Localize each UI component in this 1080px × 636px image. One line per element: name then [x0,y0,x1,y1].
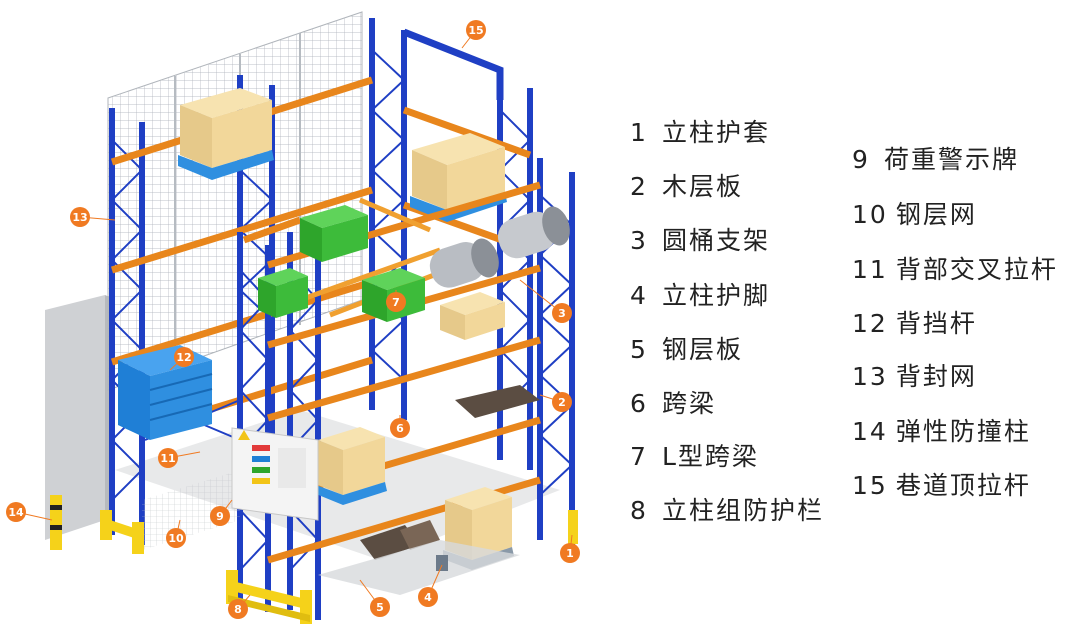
legend-label: 背封网 [895,362,977,391]
legend-number: 3 [630,226,648,255]
legend-item-6: 6 跨梁 [630,384,716,420]
legend-number: 10 [852,200,888,229]
legend-label: 立柱护套 [662,118,771,147]
svg-text:11: 11 [160,452,175,465]
blue-pallet-stack [118,345,213,440]
legend-label: 弹性防撞柱 [895,417,1031,446]
legend-item-9: 9 荷重警示牌 [852,140,1019,176]
legend-label: 跨梁 [662,389,717,418]
steel-drum-1 [429,238,499,288]
legend-label: 背部交叉拉杆 [895,255,1058,284]
callout-15: 15 [466,20,486,40]
elastic-bollard [50,495,62,550]
carton-mid-right [440,292,505,340]
legend-item-4: 4 立柱护脚 [630,276,770,312]
callout-14: 14 [6,502,26,522]
steel-mesh-deck [142,470,240,550]
upright-foot-protector [436,510,578,571]
aisle-top-tie [402,28,504,100]
left-guard-rail [100,510,144,554]
steel-drum-2 [497,206,570,259]
svg-text:2: 2 [558,396,566,409]
legend-number: 13 [852,362,888,391]
callout-4: 4 [418,587,438,607]
legend-label: 钢层网 [895,200,977,229]
legend-number: 4 [630,281,648,310]
svg-text:12: 12 [176,351,191,364]
legend-number: 2 [630,172,648,201]
svg-text:3: 3 [558,307,566,320]
svg-text:10: 10 [168,532,184,545]
legend-item-2: 2 木层板 [630,167,743,203]
callout-10: 10 [166,528,186,548]
legend-label: 背挡杆 [895,309,977,338]
legend-label: 荷重警示牌 [884,145,1020,174]
callout-8: 8 [228,599,248,619]
legend-label: 立柱组防护栏 [662,496,825,525]
carton-lower-center [316,427,387,505]
legend-number: 5 [630,335,648,364]
rack-illustration: 1 2 3 4 5 6 7 8 9 10 11 12 13 14 15 [6,11,580,624]
callout-6: 6 [390,418,410,438]
legend-number: 11 [852,255,888,284]
svg-text:15: 15 [468,24,483,37]
callout-12: 12 [174,347,194,367]
svg-text:1: 1 [566,547,574,560]
callout-5: 5 [370,597,390,617]
sacks [360,385,540,560]
svg-text:5: 5 [376,601,384,614]
wall-panel [45,295,105,540]
legend-item-5: 5 钢层板 [630,330,743,366]
legend-item-1: 1 立柱护套 [630,113,770,149]
callout-3: 3 [552,303,572,323]
green-bin-mid-left [258,268,308,318]
svg-text:8: 8 [234,603,242,616]
legend-number: 6 [630,389,648,418]
callout-13: 13 [70,207,90,227]
legend-label: 木层板 [662,172,744,201]
legend-number: 14 [852,417,888,446]
legend-label: 立柱护脚 [662,281,771,310]
legend-number: 9 [852,145,870,174]
legend-item-8: 8 立柱组防护栏 [630,491,824,527]
legend-number: 7 [630,442,648,471]
steel-deck [318,540,520,595]
svg-text:14: 14 [8,506,24,519]
callout-1: 1 [560,543,580,563]
legend-number: 8 [630,496,648,525]
callout-11: 11 [158,448,178,468]
svg-text:9: 9 [216,510,224,523]
callout-markers: 1 2 3 4 5 6 7 8 9 10 11 12 13 14 15 [6,20,580,619]
legend-label: L型跨梁 [662,442,759,471]
svg-text:7: 7 [392,296,400,309]
legend-label: 圆桶支架 [662,226,771,255]
load-warning-sign [231,427,319,521]
legend-label: 巷道顶拉杆 [895,471,1031,500]
svg-text:6: 6 [396,422,404,435]
callout-9: 9 [210,506,230,526]
legend-item-7: 7 L型跨梁 [630,437,759,473]
legend-number: 1 [630,118,648,147]
svg-text:4: 4 [424,591,432,604]
carton-top-left [178,88,274,180]
upright-guard-rail [226,570,312,624]
back-mesh-panel [107,11,363,391]
legend-number: 12 [852,309,888,338]
callout-7: 7 [386,292,406,312]
svg-text:13: 13 [72,211,87,224]
callout-2: 2 [552,392,572,412]
legend-label: 钢层板 [662,335,744,364]
legend-item-3: 3 圆桶支架 [630,221,770,257]
legend-number: 15 [852,471,888,500]
green-bin-top [300,205,368,262]
